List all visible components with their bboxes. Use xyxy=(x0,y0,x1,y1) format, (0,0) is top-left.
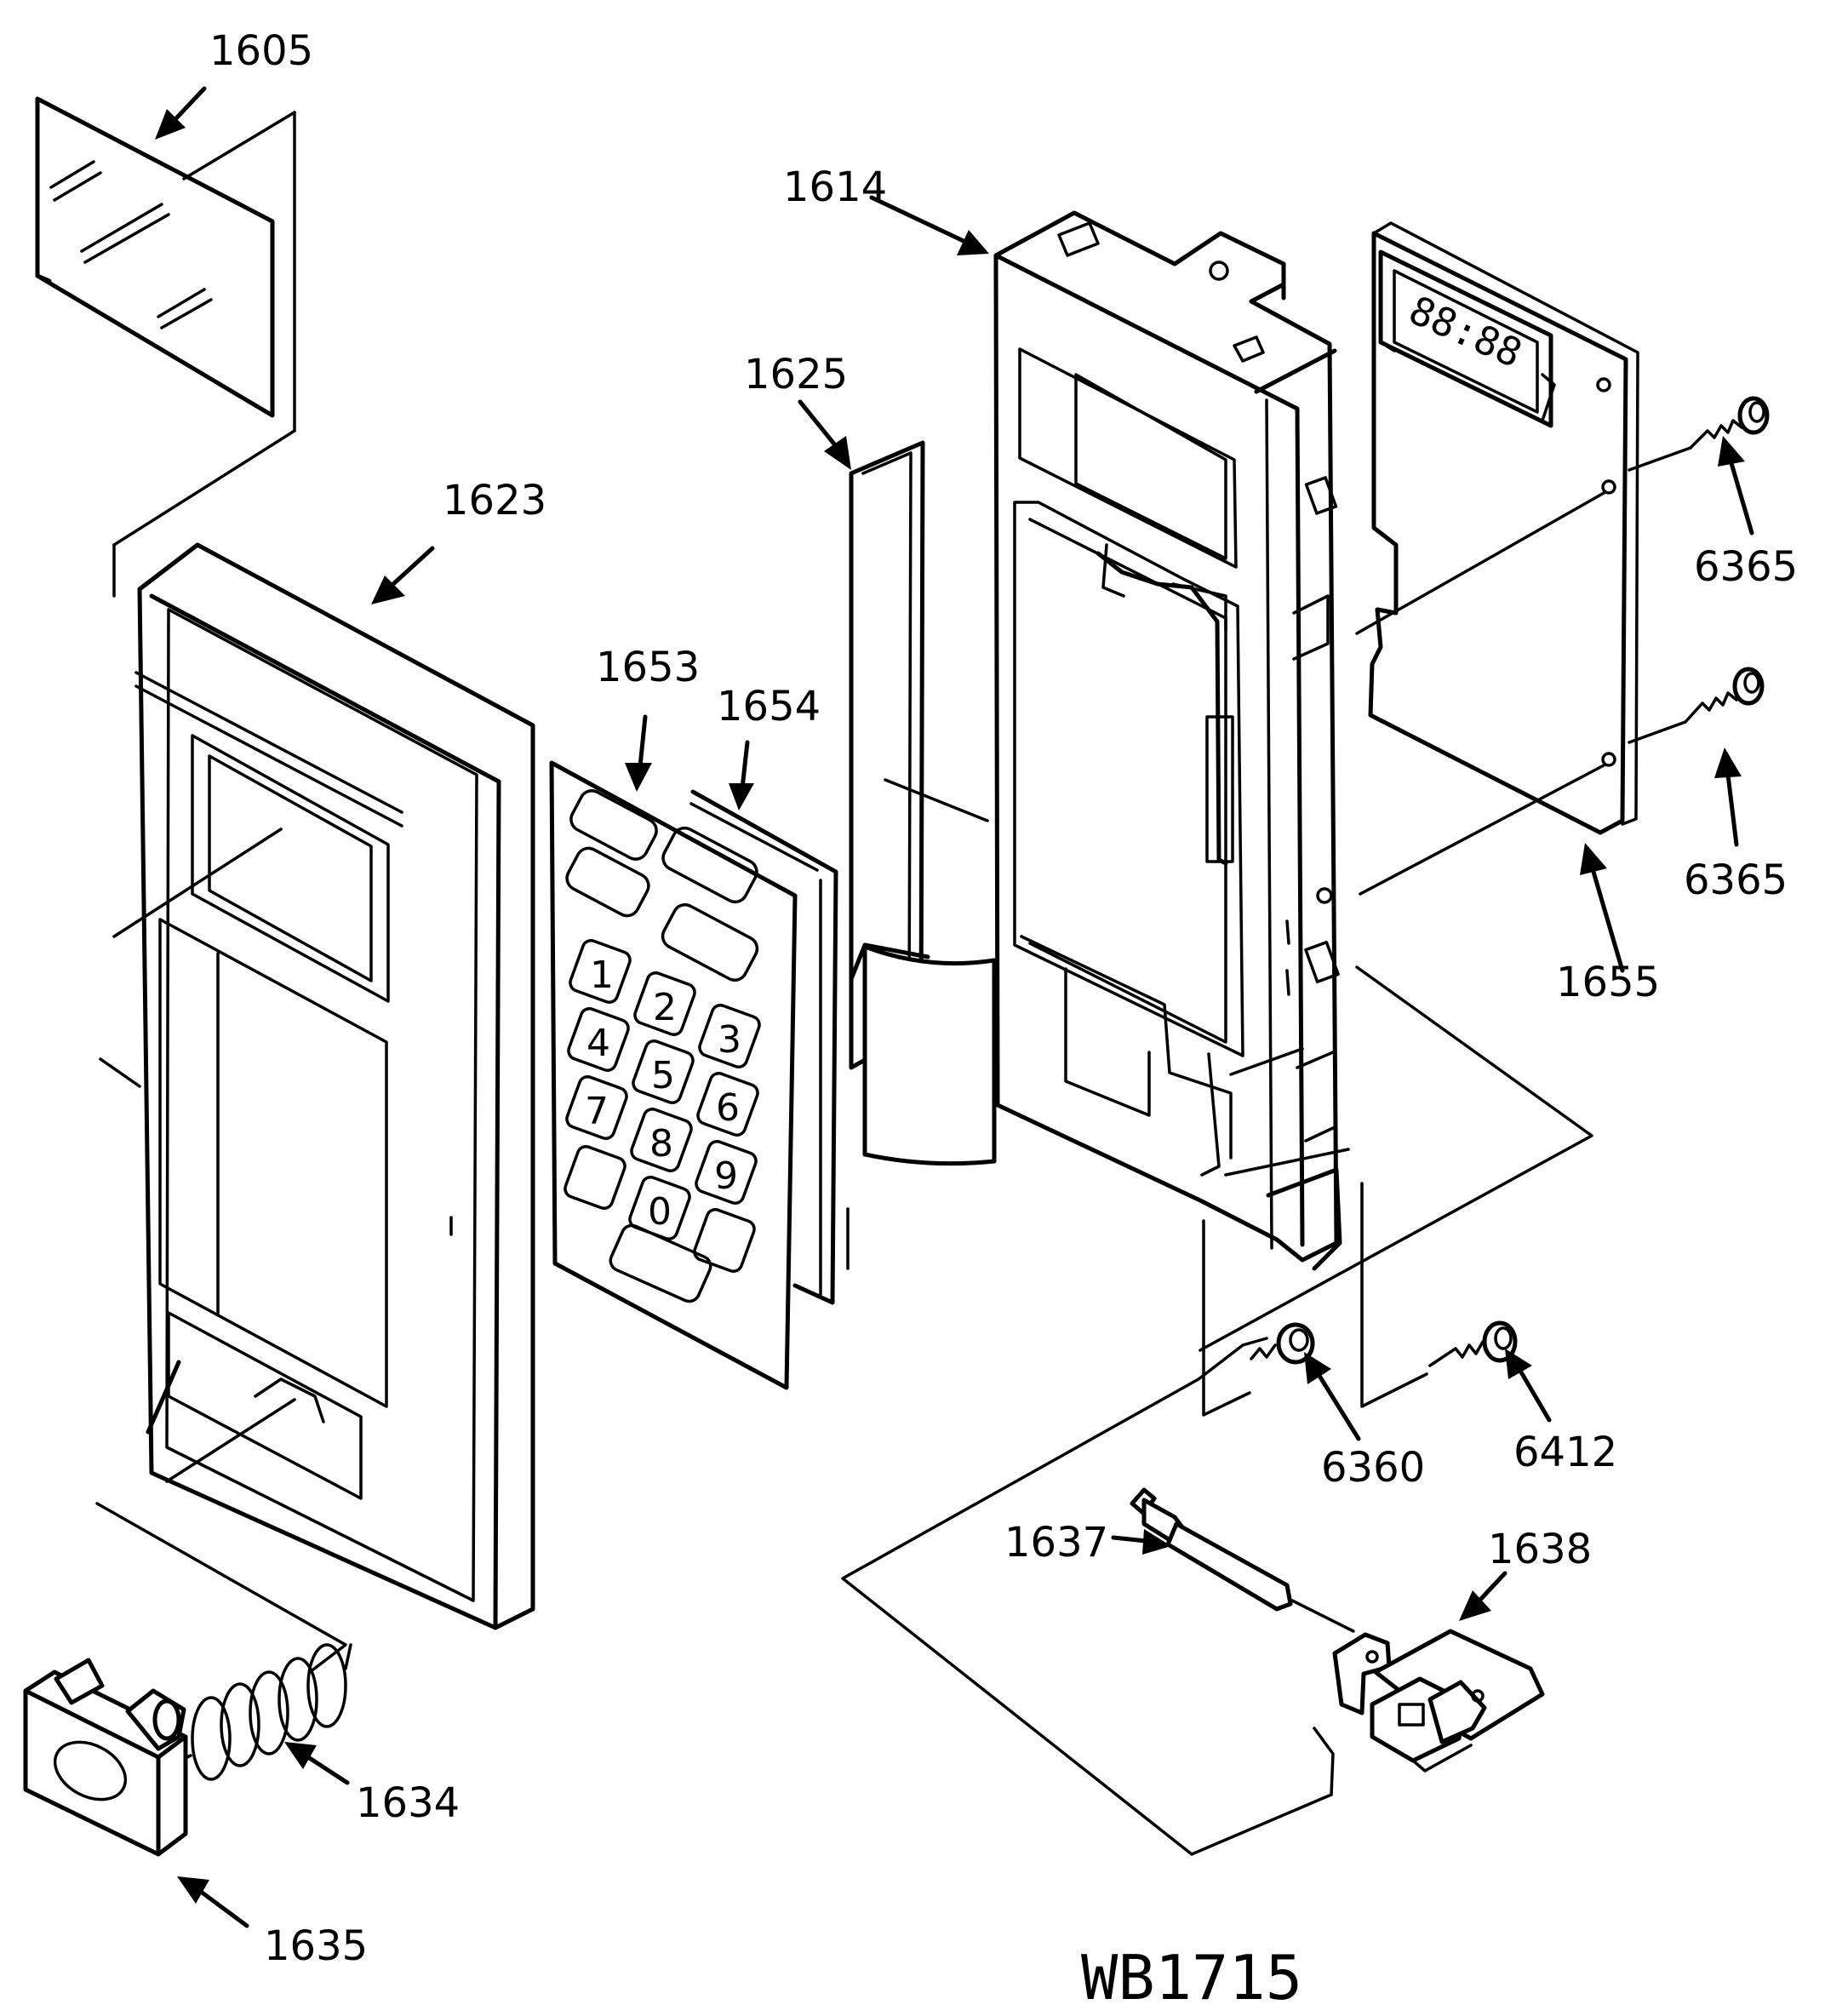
label-1614: 1614 xyxy=(783,163,887,211)
label-1635: 1635 xyxy=(264,1922,368,1970)
label-6412: 6412 xyxy=(1513,1429,1617,1476)
part-6360-screw xyxy=(1197,1322,1315,1381)
key-4 xyxy=(567,1007,630,1072)
part-1635-button xyxy=(23,1658,188,1857)
key-7 xyxy=(565,1075,628,1140)
part-6412-screw xyxy=(1428,1320,1518,1367)
label-6365-upper: 6365 xyxy=(1694,543,1798,591)
part-1637-push-rod xyxy=(1130,1487,1293,1612)
part-6365-screw-upper xyxy=(1689,396,1770,450)
key-3 xyxy=(698,1004,761,1068)
label-1625: 1625 xyxy=(744,351,848,398)
label-1653: 1653 xyxy=(596,644,700,691)
key-8 xyxy=(630,1108,693,1172)
key-0-label: 0 xyxy=(648,1190,672,1234)
label-1623: 1623 xyxy=(443,477,546,524)
label-1637: 1637 xyxy=(1004,1519,1108,1566)
part-1614-panel-frame xyxy=(993,210,1350,1271)
label-1655: 1655 xyxy=(1556,959,1660,1006)
key-5-label: 5 xyxy=(651,1054,675,1097)
leader-arrows xyxy=(155,86,1754,1928)
key-6 xyxy=(696,1072,759,1137)
part-1654-backing xyxy=(689,789,838,1305)
label-6360: 6360 xyxy=(1321,1444,1425,1492)
model-number: WB1715 xyxy=(1081,1942,1302,2013)
key-9-label: 9 xyxy=(714,1154,738,1198)
part-1634-spring xyxy=(169,1643,352,1781)
label-1638: 1638 xyxy=(1488,1526,1592,1573)
part-1655-control-board: 88:88 xyxy=(1355,221,1692,896)
key-blank xyxy=(564,1145,626,1210)
part-1653-keypad: 1 2 3 4 5 6 7 8 9 0 xyxy=(549,760,798,1390)
part-1625-choke xyxy=(846,440,997,1270)
key-1 xyxy=(569,939,632,1004)
key-3-label: 3 xyxy=(718,1018,741,1062)
label-1605: 1605 xyxy=(209,27,313,75)
part-1638-latch-switch xyxy=(1332,1629,1545,1773)
key-5 xyxy=(632,1040,695,1104)
key-2-label: 2 xyxy=(653,986,677,1029)
key-9 xyxy=(695,1140,758,1205)
key-1-label: 1 xyxy=(590,954,614,997)
key-7-label: 7 xyxy=(585,1090,609,1133)
label-6365-lower: 6365 xyxy=(1684,856,1788,904)
key-4-label: 4 xyxy=(586,1022,610,1065)
label-1654: 1654 xyxy=(717,683,821,730)
label-1634: 1634 xyxy=(356,1779,460,1827)
part-1623-door-frame xyxy=(95,542,535,1674)
key-2 xyxy=(633,971,696,1036)
part-6365-screw-lower xyxy=(1684,667,1765,724)
key-8-label: 8 xyxy=(649,1122,673,1166)
part-1605-glass xyxy=(35,96,296,598)
key-6-label: 6 xyxy=(716,1086,740,1130)
